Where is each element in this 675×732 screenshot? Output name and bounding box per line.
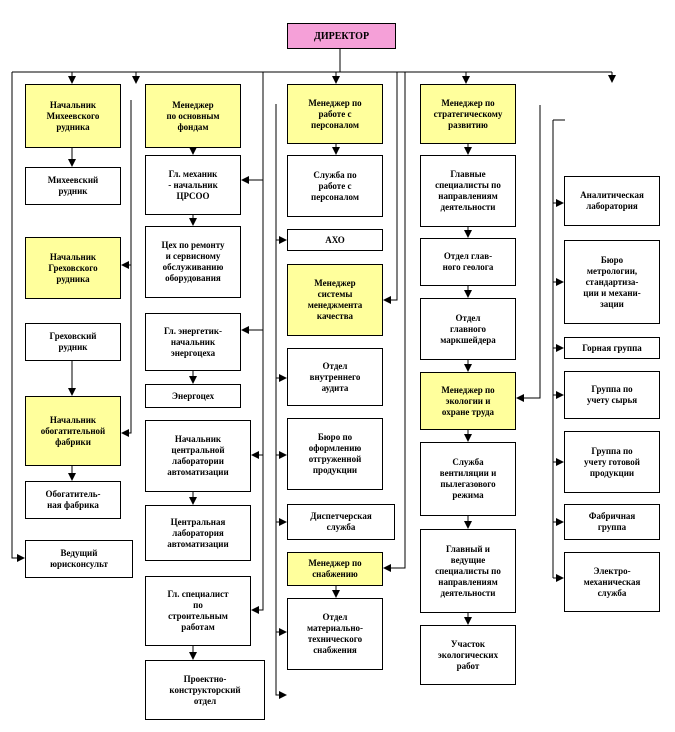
director-box: ДИРЕКТОР: [287, 23, 396, 49]
mine-mikheevsky-box: Михеевский рудник: [25, 167, 121, 205]
connector-32: [383, 72, 398, 304]
chief-specialists-box: Главные специалисты по направлениям деят…: [420, 155, 516, 227]
connector-40: [516, 105, 541, 402]
product-accounting-box: Группа по учету готовой продукции: [564, 431, 660, 493]
raw-accounting-box: Группа по учету сырья: [564, 371, 660, 419]
electromech-box: Электро- механическая служба: [564, 552, 660, 612]
power-shop-box: Энергоцех: [145, 384, 241, 408]
design-dept-box: Проектно- конструкторский отдел: [145, 660, 265, 720]
manager-strategy-box: Менеджер по стратегическому развитию: [420, 84, 516, 144]
mine-grekhovsky-box: Греховский рудник: [25, 323, 121, 361]
head-grekhovsky-box: Начальник Греховского рудника: [25, 237, 121, 299]
manager-assets-box: Менеджер по основным фондам: [145, 84, 241, 148]
mts-dept-box: Отдел материально- технического снабжени…: [287, 598, 383, 670]
lawyer-box: Ведущий юрисконсульт: [25, 540, 133, 578]
repair-shop-box: Цех по ремонту и сервисному обслуживанию…: [145, 226, 241, 298]
head-lab-box: Начальник центральной лаборатории автома…: [145, 420, 251, 492]
connector-8: [11, 72, 25, 562]
factory-group-box: Фабричная группа: [564, 504, 660, 540]
central-lab-box: Центральная лаборатория автоматизации: [145, 505, 251, 561]
chief-construction-box: Гл. специалист по строительным работам: [145, 576, 251, 646]
manager-quality-box: Менеджер системы менеджмента качества: [287, 264, 383, 336]
manager-ecology-box: Менеджер по экологии и охране труда: [420, 372, 516, 430]
connector-14: [251, 72, 264, 614]
chief-mechanic-box: Гл. механик - начальник ЦРСОО: [145, 155, 241, 215]
chief-power-box: Гл. энергетик- начальник энергоцеха: [145, 313, 241, 371]
dispatch-box: Диспетчерская служба: [287, 504, 395, 540]
aho-box: АХО: [287, 229, 383, 251]
manager-supply-box: Менеджер по снабжению: [287, 552, 383, 586]
connector-12: [121, 100, 132, 437]
connector-23: [275, 104, 287, 699]
ventilation-box: Служба вентиляции и пылегазового режима: [420, 442, 516, 516]
ecology-site-box: Участок экологических работ: [420, 625, 516, 685]
lead-specialists-box: Главный и ведущие специалисты по направл…: [420, 529, 516, 613]
head-mikheevsky-box: Начальник Михеевского рудника: [25, 84, 121, 148]
surveyor-dept-box: Отдел главного маркшейдера: [420, 298, 516, 360]
shipping-bureau-box: Бюро по оформлению отгруженной продукции: [287, 418, 383, 490]
internal-audit-box: Отдел внутреннего аудита: [287, 348, 383, 406]
connector-31: [383, 72, 406, 572]
analytical-lab-box: Аналитическая лаборатория: [564, 176, 660, 226]
factory-box: Обогатитель- ная фабрика: [25, 481, 121, 519]
head-factory-box: Начальник обогатительной фабрики: [25, 396, 121, 466]
mining-group-box: Горная группа: [564, 337, 660, 359]
metrology-box: Бюро метрологии, стандартиза- ции и меха…: [564, 240, 660, 324]
geologist-dept-box: Отдел глав- ного геолога: [420, 238, 516, 286]
manager-personnel-box: Менеджер по работе с персоналом: [287, 84, 383, 144]
personnel-service-box: Служба по работе с персоналом: [287, 155, 383, 217]
